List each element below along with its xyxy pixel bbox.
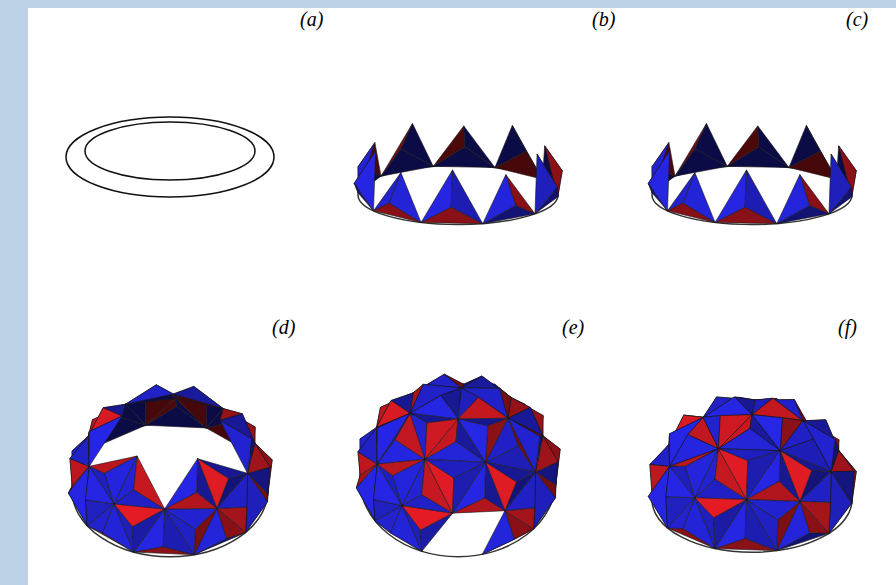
base-ring [360, 403, 556, 557]
dome-facet [829, 472, 852, 534]
dome-facet [165, 508, 217, 529]
panel-label: (d) [272, 316, 295, 338]
dome-facet [389, 173, 421, 223]
dome-facet [727, 126, 759, 166]
dome-facet [433, 126, 465, 166]
dome-facet [421, 170, 452, 223]
ring-outline [66, 117, 274, 197]
dome-facet [829, 154, 852, 214]
dome-facet [125, 385, 175, 405]
dome-model [648, 397, 856, 552]
dome-facet [358, 427, 377, 464]
dome-facet [495, 125, 526, 167]
dome-facet [695, 124, 728, 167]
dome-facet [747, 500, 800, 520]
dome-facet [533, 472, 555, 529]
outer-ring [66, 117, 274, 197]
dome-facet [458, 397, 508, 419]
dome-model [356, 374, 560, 557]
dome-facet [220, 420, 252, 473]
inner-ring [85, 122, 255, 180]
dome-facet [703, 397, 755, 417]
dome-facet [758, 126, 789, 168]
panel-label: (b) [592, 8, 615, 30]
dome-model [68, 385, 272, 557]
dome-facet [381, 124, 412, 177]
dome-facet [410, 413, 427, 459]
panel-label: (f) [838, 316, 857, 338]
dome-facet [718, 428, 780, 450]
dome-facet [535, 154, 558, 214]
dome-facet [777, 175, 810, 224]
dome-facet [695, 498, 747, 518]
dome-facet [453, 462, 486, 513]
dome-facet [125, 385, 173, 405]
dome-facet [703, 397, 752, 417]
dome-facet [789, 125, 820, 167]
panel-label: (c) [846, 8, 868, 30]
dome-facet [650, 445, 670, 467]
dome-facet [89, 416, 122, 466]
panel-label: (a) [300, 8, 323, 30]
dome-facet [354, 151, 375, 211]
dome-facet [648, 151, 669, 211]
dome-facet [703, 397, 755, 417]
dome-facet [695, 479, 747, 499]
dome-facet [173, 386, 223, 408]
dome-facet [483, 175, 516, 224]
dome-facet [675, 124, 706, 177]
panel-label: (e) [562, 316, 584, 338]
dome-facet [425, 442, 485, 463]
dome-facet [482, 511, 514, 555]
dome-facet [451, 170, 483, 224]
dome-facet [485, 462, 505, 510]
dome-facet [745, 170, 777, 224]
dome-model [354, 124, 562, 225]
dome-facet [486, 418, 508, 462]
dome-facet [245, 473, 267, 532]
dome-facet [70, 436, 89, 466]
dome-facet [165, 459, 198, 509]
dome-facet [683, 173, 715, 223]
dome-facet [464, 126, 495, 168]
dome-facet [715, 170, 746, 223]
dome-facet [134, 456, 165, 509]
dome-facet [747, 481, 800, 501]
dome-model [648, 124, 856, 225]
dome-facet [401, 124, 434, 167]
